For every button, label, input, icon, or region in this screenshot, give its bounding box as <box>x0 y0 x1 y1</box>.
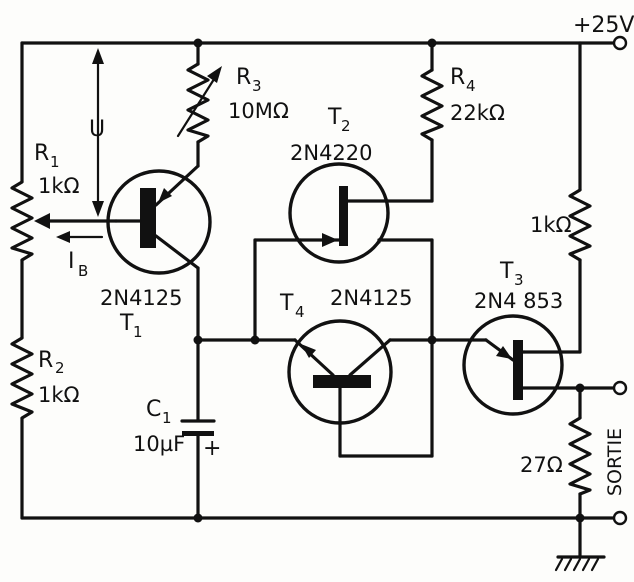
r1-wiper-arrowhead <box>34 213 50 229</box>
r6-value: 27Ω <box>520 453 563 477</box>
t2-transistor <box>288 162 390 264</box>
svg-text:T: T <box>119 311 134 336</box>
svg-text:C: C <box>146 397 161 422</box>
base-current-arrowhead <box>56 231 70 243</box>
t4-collector <box>348 338 392 377</box>
t3-label: T 3 <box>499 259 524 289</box>
t1-emitter-arrow <box>158 188 172 203</box>
t1-label: T 1 <box>119 311 143 341</box>
supply-terminal <box>612 35 628 51</box>
output-terminal <box>612 380 628 396</box>
ground-hatching <box>554 557 600 572</box>
svg-text:3: 3 <box>252 77 262 95</box>
r6-resistor <box>568 416 592 496</box>
t4-emitter-arrow <box>301 344 316 358</box>
svg-text:R: R <box>236 65 251 90</box>
svg-text:R: R <box>450 65 465 90</box>
svg-text:1: 1 <box>162 409 172 427</box>
svg-text:T: T <box>279 291 294 316</box>
base-current-label: I B <box>68 249 88 280</box>
t3-transistor <box>462 314 564 416</box>
t2-part: 2N4220 <box>290 141 373 165</box>
t2-channel-bar <box>339 186 348 246</box>
voltage-label: U <box>89 117 105 142</box>
svg-text:R: R <box>34 141 49 166</box>
svg-text:B: B <box>78 262 88 280</box>
t3-part: 2N4 853 <box>474 289 563 313</box>
r2-label: R 2 <box>38 348 65 377</box>
t4-label: T 4 <box>279 291 305 321</box>
svg-text:2: 2 <box>341 117 351 135</box>
svg-text:2: 2 <box>55 359 65 377</box>
r1-label: R 1 <box>34 141 60 171</box>
svg-text:4: 4 <box>466 77 476 95</box>
svg-text:I: I <box>68 249 75 274</box>
c1-polarity: + <box>203 436 221 461</box>
c1-value: 10µF <box>133 432 185 456</box>
t1-transistor <box>106 169 212 275</box>
output-label: SORTIE <box>604 428 626 496</box>
t1-collector <box>154 234 200 270</box>
svg-text:1: 1 <box>133 323 143 341</box>
t4-emitter <box>293 338 335 377</box>
r3-value: 10MΩ <box>228 99 289 123</box>
r3-variable-arrowhead <box>207 66 222 83</box>
r4-value: 22kΩ <box>450 101 505 125</box>
t3-channel-bar <box>513 340 523 400</box>
r4-label: R 4 <box>450 65 476 95</box>
t1-base-bar <box>140 188 156 248</box>
c1-plate-bottom <box>182 431 214 436</box>
r1-value: 1kΩ <box>38 174 80 198</box>
r3-variable-arrow <box>176 74 218 138</box>
svg-text:3: 3 <box>514 271 524 289</box>
t1-part: 2N4125 <box>100 286 183 310</box>
r4-resistor <box>420 68 444 142</box>
r3-label: R 3 <box>236 65 262 95</box>
c1-label: C 1 <box>146 397 172 427</box>
svg-text:T: T <box>327 105 342 130</box>
supply-label: +25V <box>573 13 634 38</box>
ground-terminal <box>612 510 628 526</box>
svg-text:1: 1 <box>50 153 60 171</box>
svg-text:R: R <box>38 348 53 373</box>
t2-label: T 2 <box>327 105 351 135</box>
r5-resistor <box>568 188 592 262</box>
voltage-arrowhead-bottom <box>92 201 104 217</box>
t2-arrow <box>322 233 338 247</box>
t4-base-bar <box>313 375 371 388</box>
r2-resistor <box>10 336 34 420</box>
svg-text:4: 4 <box>295 303 305 321</box>
r5-value: 1kΩ <box>530 213 572 237</box>
t3-arrow <box>496 346 512 359</box>
svg-text:T: T <box>499 259 514 284</box>
r1-potentiometer <box>10 180 34 262</box>
voltage-arrowhead-top <box>92 48 104 64</box>
r2-value: 1kΩ <box>38 383 80 407</box>
t4-part: 2N4125 <box>330 286 413 310</box>
